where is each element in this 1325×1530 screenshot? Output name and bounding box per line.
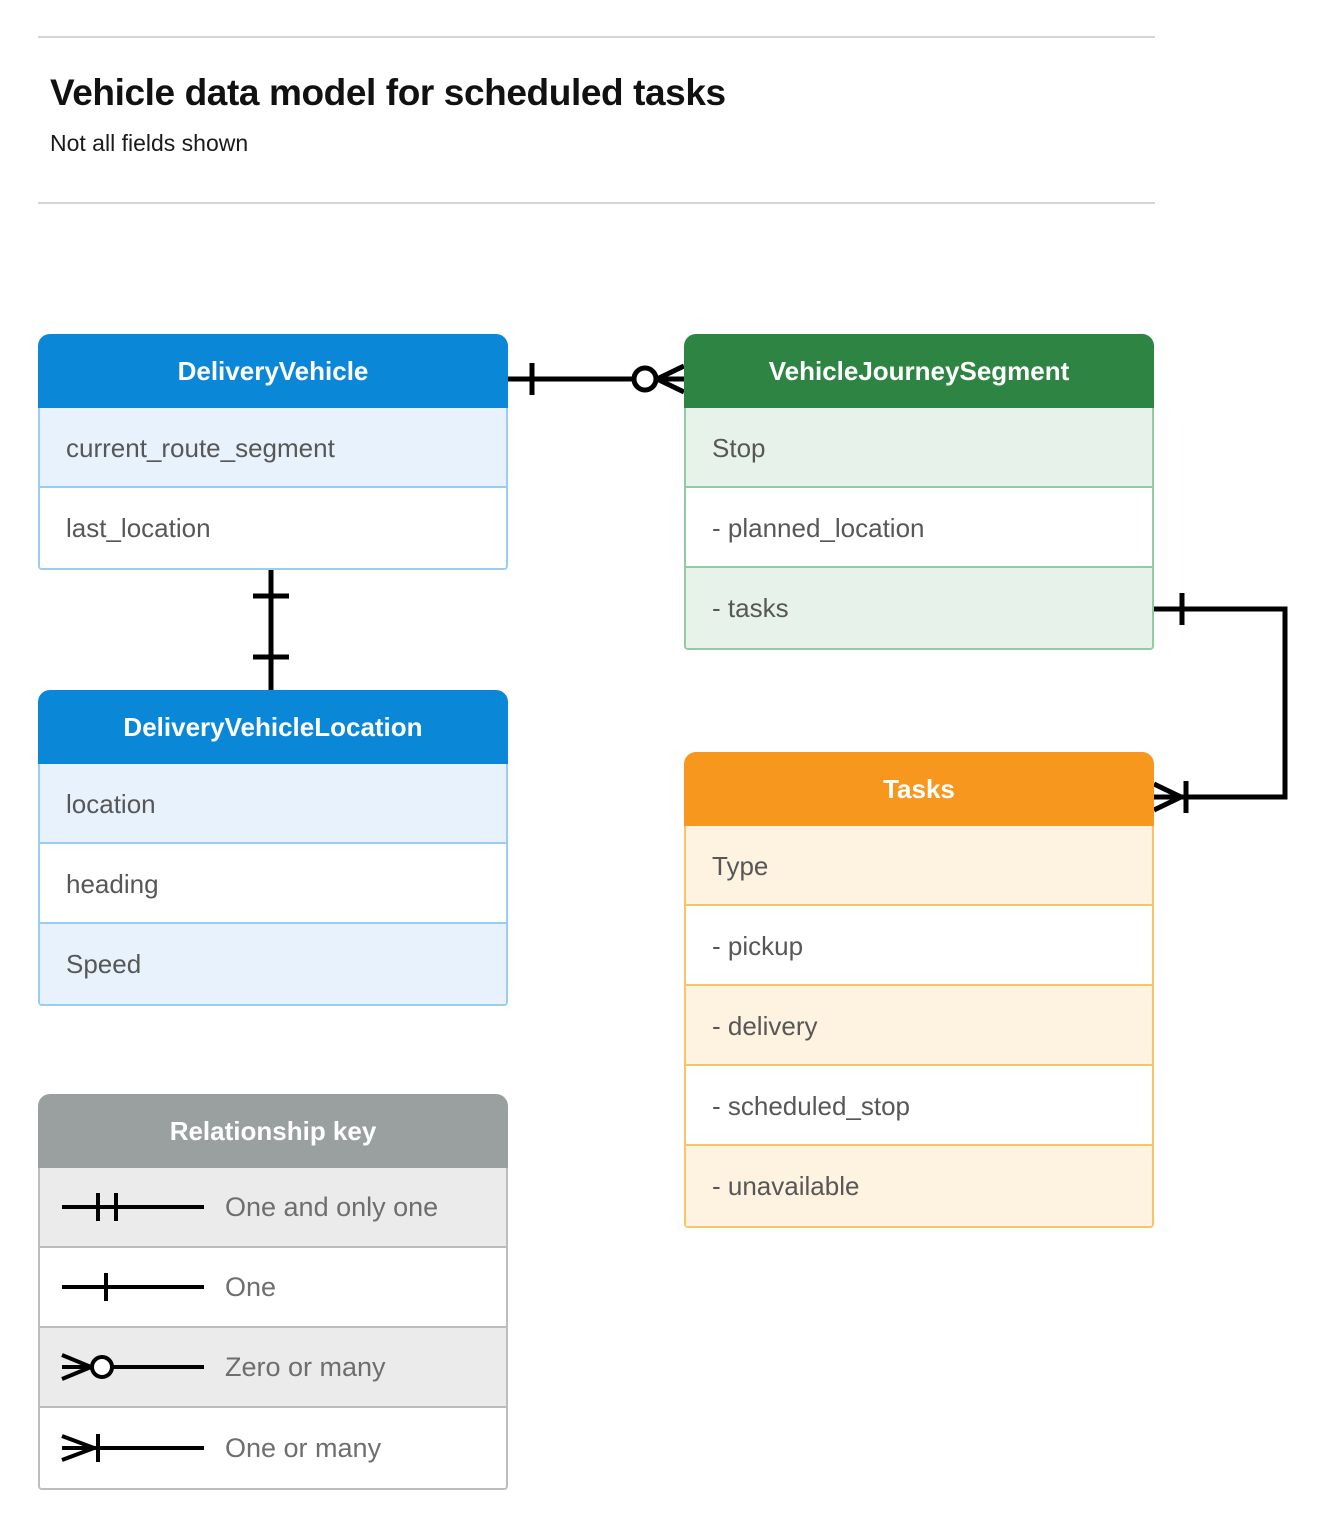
legend-item-label: One and only one (225, 1191, 439, 1222)
entity-vehicle-journey-segment[interactable]: VehicleJourneySegment Stop - planned_loc… (684, 334, 1154, 650)
legend-item-one: One (40, 1248, 506, 1328)
entity-field: - scheduled_stop (686, 1066, 1152, 1146)
legend-item-one-or-many: One or many (40, 1408, 506, 1488)
page-subtitle: Not all fields shown (50, 130, 249, 156)
entity-field: heading (40, 844, 506, 924)
entity-field: Type (686, 826, 1152, 906)
entity-rows-delivery-vehicle-location: location heading Speed (38, 764, 508, 1006)
connector-journey-segment-to-tasks (1152, 593, 1288, 813)
legend-item-label: One or many (225, 1432, 382, 1463)
legend-item-label: Zero or many (225, 1351, 386, 1382)
entity-field: location (40, 764, 506, 844)
entity-header-tasks: Tasks (684, 752, 1154, 826)
legend-relationship-key[interactable]: Relationship key One and only one (38, 1094, 508, 1490)
entity-delivery-vehicle[interactable]: DeliveryVehicle current_route_segment la… (38, 334, 508, 570)
legend-item-zero-or-many: Zero or many (40, 1328, 506, 1408)
entity-delivery-vehicle-location[interactable]: DeliveryVehicleLocation location heading… (38, 690, 508, 1006)
page-title: Vehicle data model for scheduled tasks (50, 72, 726, 113)
entity-field: - pickup (686, 906, 1152, 986)
one-and-only-one-icon (40, 1168, 225, 1246)
entity-field: - planned_location (686, 488, 1152, 568)
one-icon (40, 1248, 225, 1326)
entity-header-vehicle-journey-segment: VehicleJourneySegment (684, 334, 1154, 408)
legend-title: Relationship key (38, 1094, 508, 1168)
legend-item-label: One (225, 1271, 277, 1302)
entity-field: Speed (40, 924, 506, 1004)
entity-field: - delivery (686, 986, 1152, 1066)
legend-item-one-and-only-one: One and only one (40, 1168, 506, 1248)
entity-rows-vehicle-journey-segment: Stop - planned_location - tasks (684, 408, 1154, 650)
entity-header-delivery-vehicle: DeliveryVehicle (38, 334, 508, 408)
entity-rows-tasks: Type - pickup - delivery - scheduled_sto… (684, 826, 1154, 1228)
zero-or-many-icon (40, 1328, 225, 1406)
connector-vehicle-to-vehicle-location (253, 570, 289, 690)
entity-tasks[interactable]: Tasks Type - pickup - delivery - schedul… (684, 752, 1154, 1228)
header-divider-top (38, 36, 1155, 38)
entity-field: - unavailable (686, 1146, 1152, 1226)
header-divider-bottom (38, 202, 1155, 204)
entity-field: current_route_segment (40, 408, 506, 488)
entity-field: - tasks (686, 568, 1152, 648)
entity-header-delivery-vehicle-location: DeliveryVehicleLocation (38, 690, 508, 764)
legend-rows: One and only one One (38, 1168, 508, 1490)
one-or-many-icon (40, 1408, 225, 1488)
entity-field: Stop (686, 408, 1152, 488)
entity-rows-delivery-vehicle: current_route_segment last_location (38, 408, 508, 570)
connector-vehicle-to-journey-segment (508, 363, 686, 395)
entity-field: last_location (40, 488, 506, 568)
